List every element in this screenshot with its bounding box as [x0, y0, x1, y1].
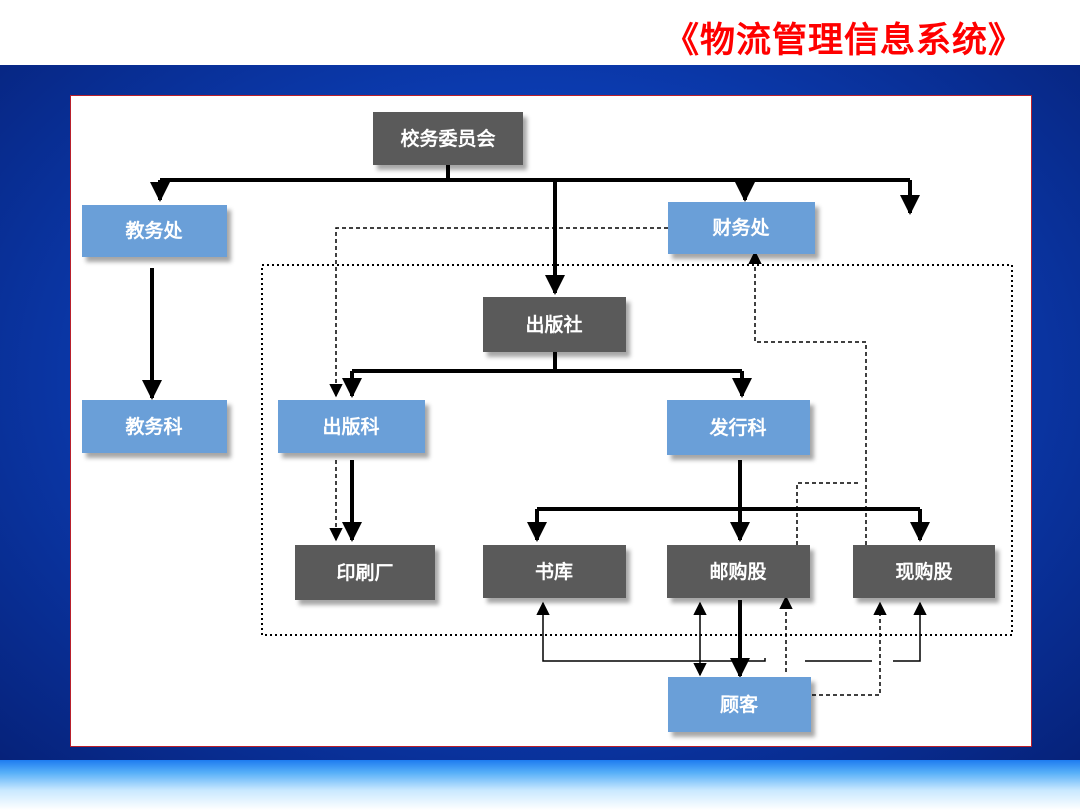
node-label: 校务委员会 [400, 127, 495, 150]
node-publishing-house: 出版社 [483, 297, 626, 352]
node-label: 教务科 [125, 415, 182, 438]
node-book-warehouse: 书库 [483, 545, 626, 598]
node-distribution-section: 发行科 [667, 400, 810, 455]
node-customer: 顾客 [668, 677, 811, 732]
thick-connectors [142, 165, 930, 678]
slide-title: 《物流管理信息系统》 [663, 21, 1024, 61]
node-academic-affairs-office: 教务处 [82, 205, 227, 257]
node-mail-order-unit: 邮购股 [667, 545, 810, 598]
node-label: 邮购股 [709, 560, 766, 583]
node-finance-office: 财务处 [668, 202, 815, 254]
node-publishing-section: 出版科 [278, 400, 425, 453]
dashed-connectors [329, 227, 887, 696]
node-label: 财务处 [712, 216, 770, 239]
node-printing-plant: 印刷厂 [295, 545, 435, 600]
dotted-boundary [261, 264, 1013, 636]
node-academic-affairs-section: 教务科 [82, 400, 227, 453]
node-label: 印刷厂 [336, 562, 393, 584]
thin-connectors [536, 601, 927, 677]
node-retail-unit: 现购股 [853, 545, 995, 598]
bottom-gradient-bar [0, 760, 1080, 810]
node-label: 出版科 [322, 415, 379, 438]
node-label: 现购股 [895, 560, 952, 583]
diagram-panel [70, 95, 1032, 747]
node-label: 书库 [535, 560, 573, 583]
node-label: 出版社 [525, 313, 582, 336]
node-label: 顾客 [720, 693, 759, 716]
node-label: 发行科 [708, 416, 766, 439]
node-school-committee: 校务委员会 [373, 112, 523, 165]
node-label: 教务处 [125, 219, 183, 242]
